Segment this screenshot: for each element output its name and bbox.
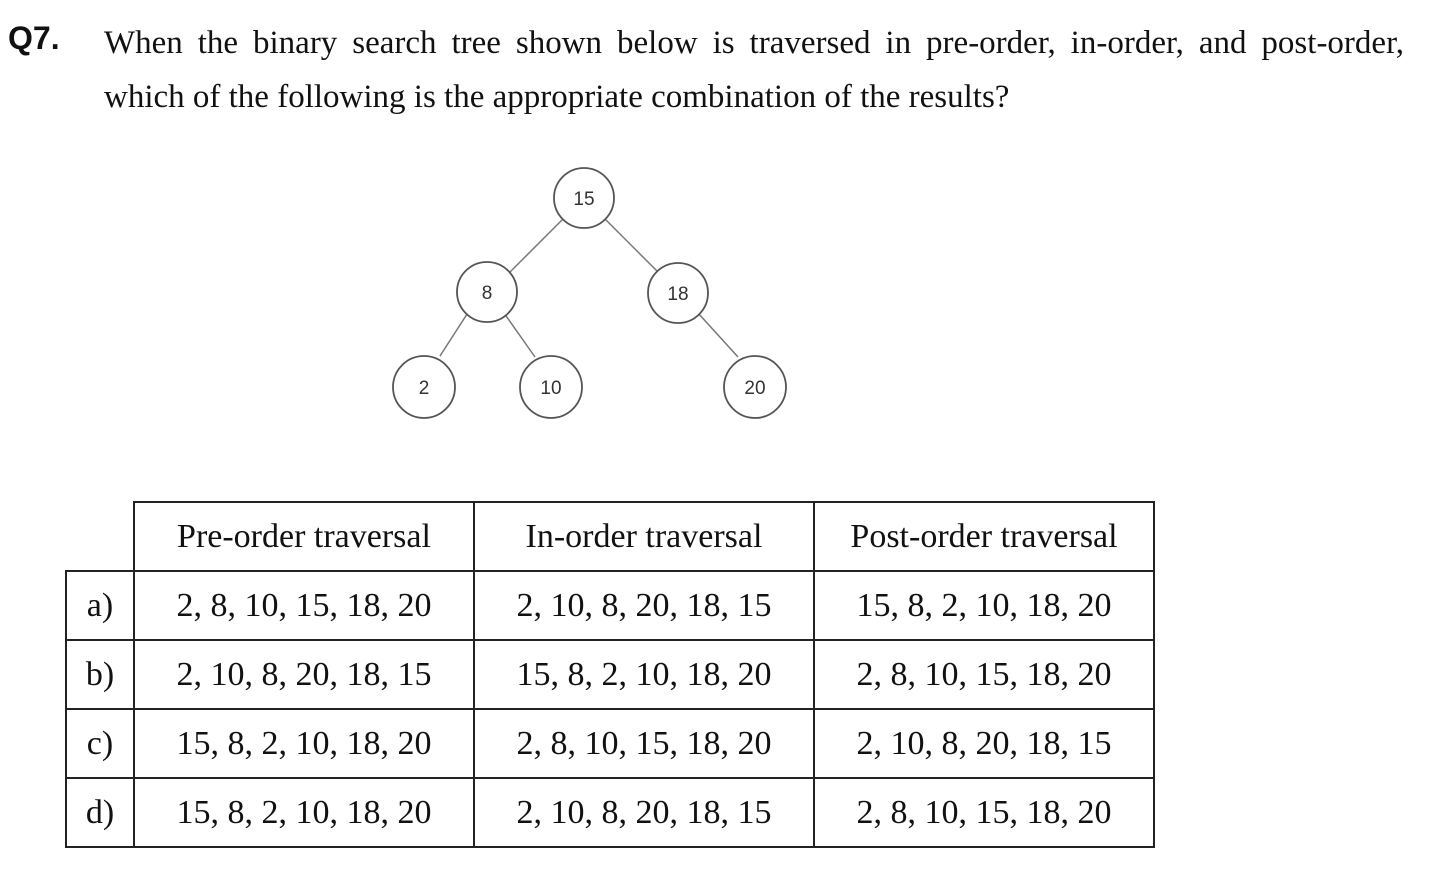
option-label: d)	[65, 777, 135, 848]
table-cell: 2, 10, 8, 20, 18, 15	[133, 639, 475, 710]
tree-node-label: 10	[540, 378, 561, 399]
table-row: b) 2, 10, 8, 20, 18, 15 15, 8, 2, 10, 18…	[65, 639, 1155, 710]
tree-node-label: 15	[573, 189, 594, 210]
edge-15-8	[506, 218, 564, 276]
option-label: b)	[65, 639, 135, 710]
tree-node-circle	[553, 167, 615, 229]
edge-8-2	[439, 310, 470, 357]
table-cell: 15, 8, 2, 10, 18, 20	[133, 708, 475, 779]
tree-node-label: 2	[419, 378, 430, 399]
table-header-row: Pre-order traversal In-order traversal P…	[66, 501, 1155, 572]
table-cell: 15, 8, 2, 10, 18, 20	[473, 639, 815, 710]
table-cell: 2, 10, 8, 20, 18, 15	[813, 708, 1155, 779]
tree-node-circle	[647, 262, 709, 324]
edge-8-10	[503, 312, 536, 358]
tree-node-circle	[456, 261, 518, 323]
table-cell: 2, 8, 10, 15, 18, 20	[133, 570, 475, 641]
tree-node-label: 8	[482, 283, 493, 304]
answer-options-table: Pre-order traversal In-order traversal P…	[65, 501, 1155, 848]
table-row: d) 15, 8, 2, 10, 18, 20 2, 10, 8, 20, 18…	[65, 777, 1155, 848]
header-in-order: In-order traversal	[473, 501, 815, 572]
tree-node-circle	[519, 355, 583, 419]
question-number: Q7.	[8, 20, 60, 56]
table-cell: 2, 10, 8, 20, 18, 15	[473, 777, 815, 848]
table-cell: 15, 8, 2, 10, 18, 20	[813, 570, 1155, 641]
binary-search-tree-diagram: 15 8 18 2 10 20	[392, 167, 787, 419]
question-text: When the binary search tree shown below …	[104, 25, 1404, 115]
table-row: c) 15, 8, 2, 10, 18, 20 2, 8, 10, 15, 18…	[65, 708, 1155, 779]
table-cell: 2, 10, 8, 20, 18, 15	[473, 570, 815, 641]
tree-node-circle	[392, 355, 456, 419]
table-corner-cell	[66, 502, 135, 572]
header-post-order: Post-order traversal	[813, 501, 1155, 572]
tree-node-label: 20	[744, 378, 765, 399]
tree-node-circle	[723, 355, 787, 419]
edge-15-18	[604, 218, 662, 276]
table-cell: 2, 8, 10, 15, 18, 20	[473, 708, 815, 779]
tree-node-label: 18	[667, 284, 688, 305]
edge-18-20	[697, 312, 739, 358]
table-cell: 2, 8, 10, 15, 18, 20	[813, 777, 1155, 848]
option-label: c)	[65, 708, 135, 779]
table-row: a) 2, 8, 10, 15, 18, 20 2, 10, 8, 20, 18…	[65, 570, 1155, 641]
table-cell: 15, 8, 2, 10, 18, 20	[133, 777, 475, 848]
option-label: a)	[65, 570, 135, 641]
table-cell: 2, 8, 10, 15, 18, 20	[813, 639, 1155, 710]
header-pre-order: Pre-order traversal	[133, 501, 475, 572]
